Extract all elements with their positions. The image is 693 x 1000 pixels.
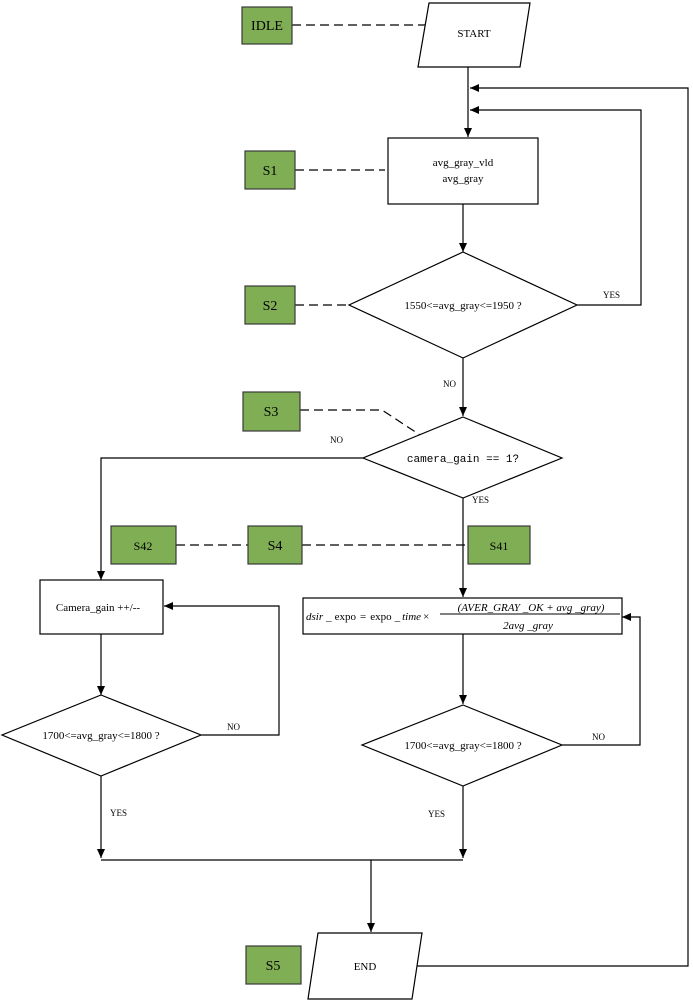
right-check-decision: 1700<=avg_gray<=1800 ? <box>362 705 562 786</box>
svg-text:S5: S5 <box>266 959 281 974</box>
svg-text:IDLE: IDLE <box>251 19 283 34</box>
edge-left-no-loop <box>164 606 279 735</box>
state-s42: S42 <box>111 526 176 564</box>
start-node: START <box>418 3 530 67</box>
formula-denominator: 2avg _gray <box>503 620 553 632</box>
svg-text:S42: S42 <box>134 539 153 553</box>
right-yes-label: YES <box>428 809 445 819</box>
left-check-decision: 1700<=avg_gray<=1800 ? <box>2 695 201 776</box>
gain-no-label: NO <box>330 435 343 445</box>
left-yes-label: YES <box>110 808 127 818</box>
state-s5: S5 <box>246 946 301 984</box>
start-label: START <box>457 28 491 40</box>
svg-text:S3: S3 <box>264 405 279 420</box>
s3-link <box>300 410 420 435</box>
right-no-label: NO <box>592 732 605 742</box>
svg-text:S41: S41 <box>490 539 509 553</box>
left-no-label: NO <box>227 722 240 732</box>
edge-end-loop <box>412 88 688 966</box>
read-node: avg_gray_vld avg_gray <box>388 138 538 204</box>
range-no-label: NO <box>443 379 456 389</box>
state-s1: S1 <box>245 151 295 189</box>
gain-label: camera_gain == 1? <box>407 454 519 466</box>
adjust-gain-label: Camera_gain ++/-- <box>56 602 141 614</box>
range-label: 1550<=avg_gray<=1950 ? <box>404 300 521 312</box>
range-yes-label: YES <box>603 290 620 300</box>
svg-text:S4: S4 <box>268 539 283 554</box>
edge-right-no-loop <box>562 617 640 745</box>
svg-text:S2: S2 <box>263 299 278 314</box>
formula-node: dsir_expo=expo_time× (AVER_GRAY _OK + av… <box>303 598 622 634</box>
read-line-2: avg_gray <box>443 173 484 185</box>
left-check-label: 1700<=avg_gray<=1800 ? <box>42 730 159 742</box>
end-node: END <box>308 933 422 999</box>
adjust-gain-node: Camera_gain ++/-- <box>40 580 163 634</box>
state-idle: IDLE <box>242 7 292 44</box>
state-s4: S4 <box>248 526 302 564</box>
formula-numerator: (AVER_GRAY _OK + avg _gray) <box>458 602 605 614</box>
right-check-label: 1700<=avg_gray<=1800 ? <box>404 740 521 752</box>
state-s41: S41 <box>468 526 530 564</box>
read-line-1: avg_gray_vld <box>433 157 494 169</box>
range-decision: 1550<=avg_gray<=1950 ? <box>349 252 577 358</box>
state-s3: S3 <box>243 392 300 431</box>
state-s2: S2 <box>245 286 295 324</box>
svg-text:S1: S1 <box>263 164 278 179</box>
gain-yes-label: YES <box>472 495 489 505</box>
gain-decision: camera_gain == 1? <box>363 417 562 498</box>
end-label: END <box>354 961 377 973</box>
